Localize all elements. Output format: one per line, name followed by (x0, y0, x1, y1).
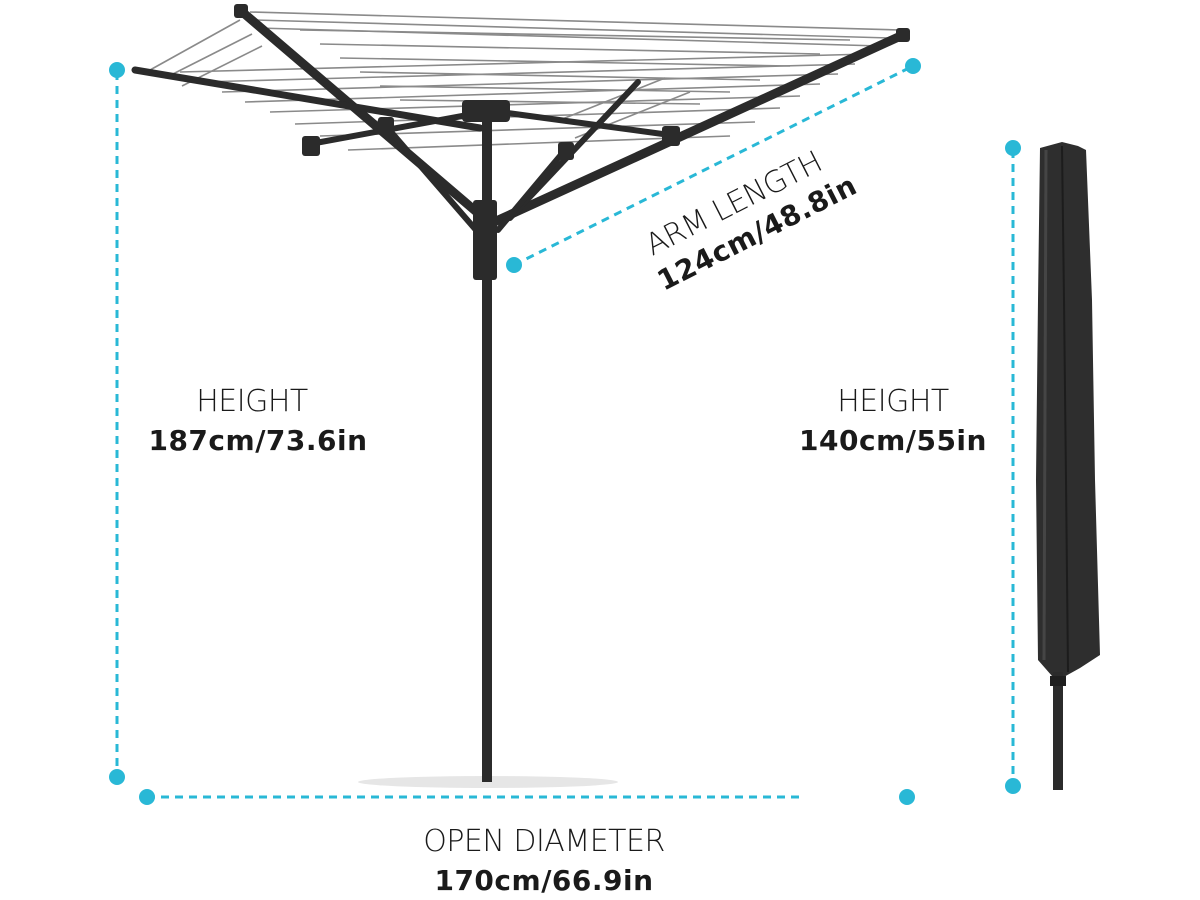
closed-airer-with-cover (1036, 142, 1100, 790)
closed-height-title: HEIGHT (837, 384, 949, 419)
open-height-value: 187cm/73.6in (148, 424, 368, 457)
airer-pole (482, 120, 492, 782)
diameter-title: OPEN DIAMETER (423, 824, 665, 859)
dimension-lines (115, 64, 1015, 799)
airer-arms (131, 5, 910, 233)
dimension-endpoints (109, 58, 1021, 805)
open-height-title: HEIGHT (196, 384, 308, 419)
arm-length-line (513, 64, 914, 267)
closed-height-value: 140cm/55in (799, 424, 987, 457)
diameter-value: 170cm/66.9in (434, 864, 654, 897)
